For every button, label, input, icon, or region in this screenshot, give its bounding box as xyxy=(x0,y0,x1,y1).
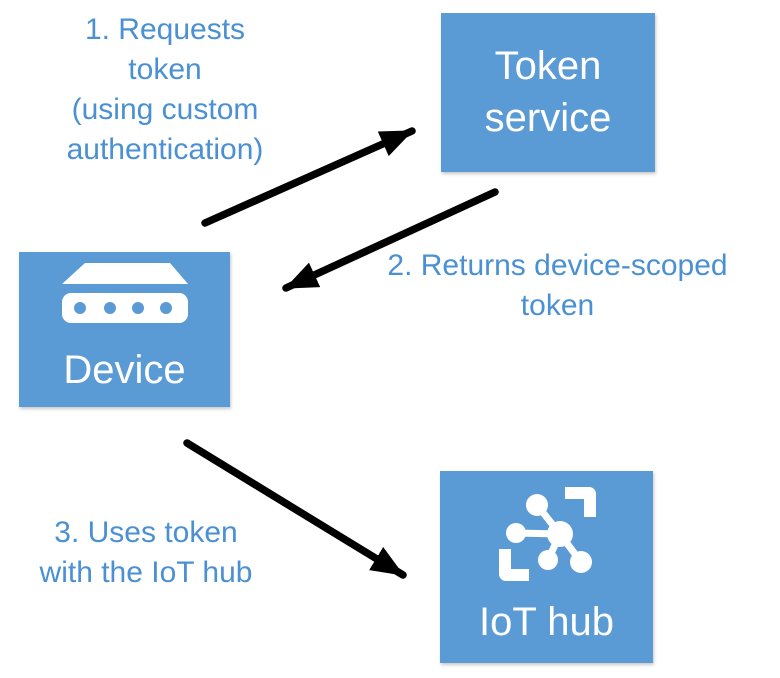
iot-hub-icon xyxy=(497,486,597,587)
token-service-label: Token service xyxy=(484,44,612,140)
iot-hub-label: IoT hub xyxy=(479,599,614,644)
device-icon xyxy=(61,262,188,329)
step2-label: 2. Returns device-scoped token xyxy=(387,249,728,322)
node-device: Device xyxy=(19,252,230,407)
node-iot-hub: IoT hub xyxy=(440,471,653,663)
device-label: Device xyxy=(63,348,186,393)
step3-label: 3. Uses token with the IoT hub xyxy=(39,516,253,589)
step1-label: 1. Requests token (using custom authenti… xyxy=(66,13,264,166)
node-token-service: Token service xyxy=(441,13,655,172)
